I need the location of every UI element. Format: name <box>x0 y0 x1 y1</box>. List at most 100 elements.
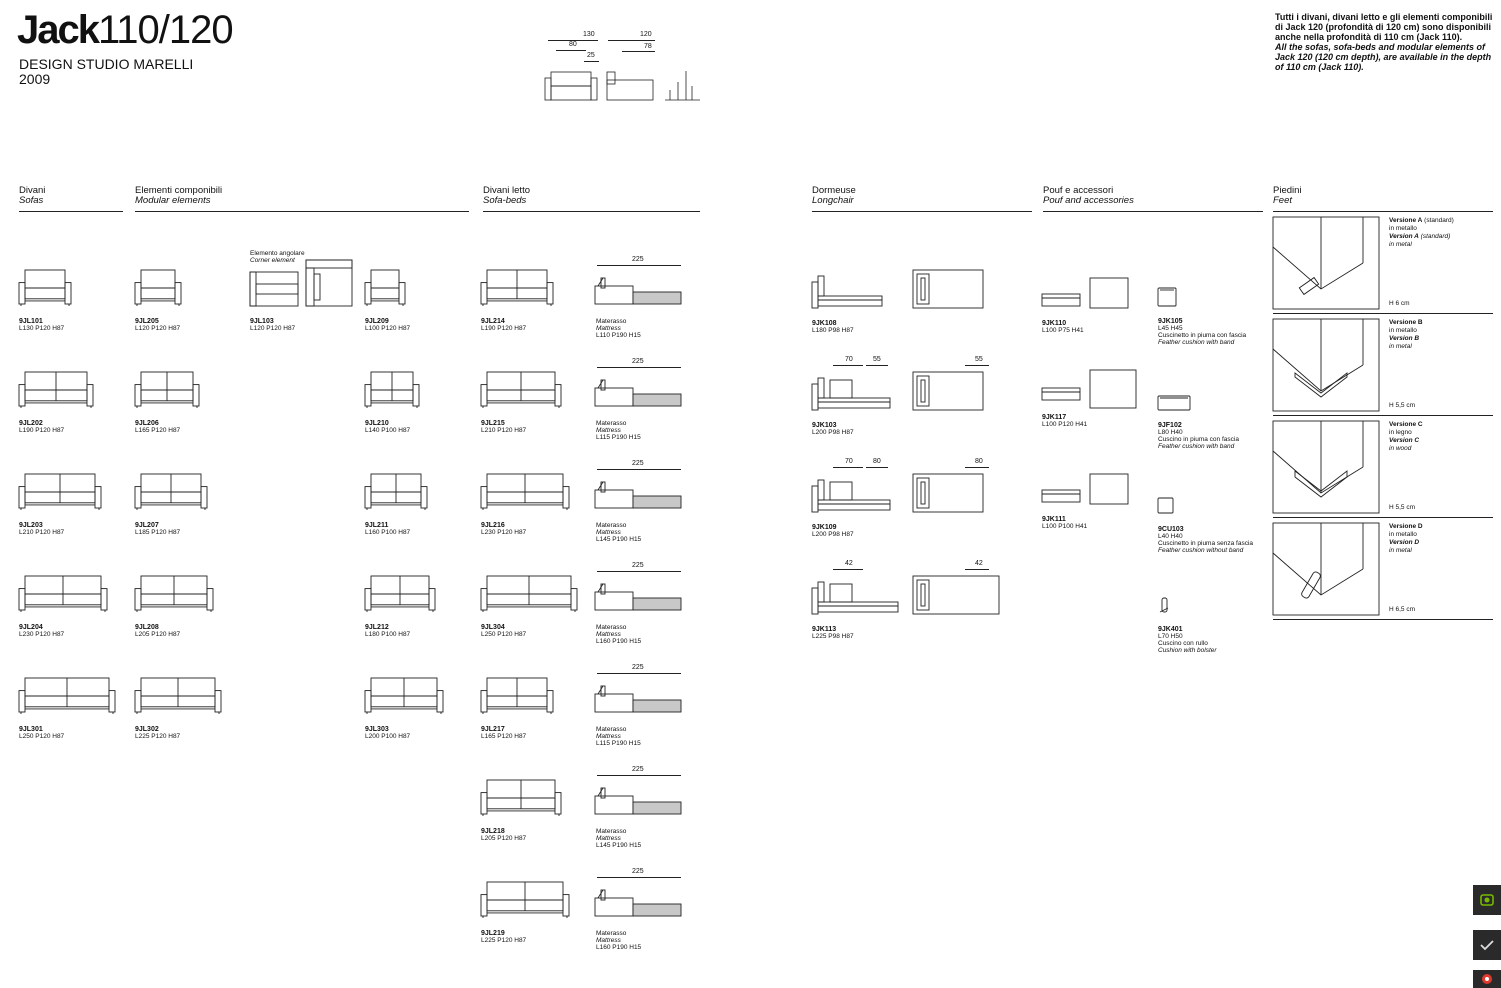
mattress-drawing <box>594 889 682 917</box>
longchair-plan <box>912 575 1000 615</box>
dim-25: 25 <box>587 52 595 59</box>
mattress-dim: 225 <box>632 562 644 569</box>
product-code: 9JL219 <box>481 930 505 937</box>
dim-78: 78 <box>644 43 652 50</box>
product-dims: L140 P100 H87 <box>365 427 411 434</box>
sofabed-drawing <box>480 677 554 714</box>
product-dims: L100 P75 H41 <box>1042 327 1084 334</box>
product-dims: L45 H45 <box>1158 325 1183 332</box>
brand-model: 110/120 <box>97 8 234 52</box>
lc-dim: 80 <box>873 458 881 465</box>
mattress-drawing <box>594 481 682 509</box>
product-dims: L225 P120 H87 <box>135 733 181 740</box>
product-code: 9JL214 <box>481 318 505 325</box>
product-code: 9JK109 <box>812 524 837 531</box>
longchair-plan <box>912 473 984 513</box>
sofa-drawing <box>18 575 108 612</box>
dim-80: 80 <box>569 41 577 48</box>
product-dims: L210 P120 H87 <box>19 529 65 536</box>
product-dims: L190 P120 H87 <box>19 427 65 434</box>
depth-note-it: Tutti i divani, divani letto e gli eleme… <box>1275 12 1493 42</box>
product-dims: L185 P120 H87 <box>135 529 181 536</box>
mattress-label: Materasso <box>596 522 627 529</box>
mattress-label: Materasso <box>596 930 627 937</box>
product-dims: L230 P120 H87 <box>19 631 65 638</box>
product-code: 9JL206 <box>135 420 159 427</box>
product-code: 9JL302 <box>135 726 159 733</box>
longchair-drawing <box>811 479 891 513</box>
product-desc: Cuscino in piuma con fascia <box>1158 436 1239 443</box>
product-dims: L80 H40 <box>1158 429 1183 436</box>
product-code: 9JL215 <box>481 420 505 427</box>
mattress-label-en: Mattress <box>596 631 621 638</box>
corner-drawing <box>249 259 353 307</box>
sofabed-drawing <box>480 779 562 816</box>
product-desc-en: Feather cushion without band <box>1158 547 1244 554</box>
product-dims: L160 P100 H87 <box>365 529 411 536</box>
mattress-dim: 225 <box>632 766 644 773</box>
sofa-drawing <box>18 473 102 510</box>
checklist-button[interactable] <box>1473 930 1501 960</box>
record-button[interactable] <box>1473 970 1501 988</box>
product-code: 9JK113 <box>812 626 837 633</box>
product-dims: L200 P98 H87 <box>812 531 854 538</box>
nvidia-button[interactable] <box>1473 885 1501 915</box>
product-dims: L100 P120 H41 <box>1042 421 1088 428</box>
sofabed-drawing <box>480 881 570 918</box>
product-code: 9JL212 <box>365 624 389 631</box>
product-dims: L180 P98 H87 <box>812 327 854 334</box>
brand-name: Jack <box>17 8 100 52</box>
record-icon <box>1482 974 1492 984</box>
product-code: 9JL217 <box>481 726 505 733</box>
mattress-dims: L110 P190 H15 <box>596 332 641 339</box>
foot-drawing <box>1272 318 1380 412</box>
product-code: 9JK103 <box>812 422 837 429</box>
product-desc: Cuscinetto in piuma con fascia <box>1158 332 1247 339</box>
product-code: 9JL210 <box>365 420 389 427</box>
product-code: 9JK105 <box>1158 318 1183 325</box>
sofabed-drawing <box>480 575 578 612</box>
product-desc-en: Cushion with bolster <box>1158 647 1217 654</box>
product-dims: L165 P120 H87 <box>481 733 527 740</box>
product-code: 9JL202 <box>19 420 43 427</box>
cushion-drawing <box>1159 597 1169 613</box>
mattress-drawing <box>594 379 682 407</box>
modular-drawing <box>364 371 420 408</box>
mattress-label-en: Mattress <box>596 937 621 944</box>
modular-drawing <box>134 269 182 306</box>
foot-drawing <box>1272 216 1380 310</box>
sofabed-drawing <box>480 473 570 510</box>
product-code: 9JL211 <box>365 522 389 529</box>
longchair-plan <box>912 371 984 411</box>
product-dims: L225 P120 H87 <box>481 937 527 944</box>
product-code: 9JK111 <box>1042 516 1066 523</box>
pouf-drawing <box>1041 473 1129 505</box>
lc-dim: 55 <box>975 356 983 363</box>
product-dims: L205 P120 H87 <box>135 631 181 638</box>
longchair-drawing <box>811 581 899 615</box>
product-code: 9JK108 <box>812 320 837 327</box>
depth-note: Tutti i divani, divani letto e gli eleme… <box>1275 12 1495 72</box>
sofabed-drawing <box>480 269 554 306</box>
foot-drawing <box>1272 522 1380 616</box>
pouf-drawing <box>1041 369 1137 409</box>
product-dims: L100 P100 H41 <box>1042 523 1088 530</box>
product-dims: L200 P98 H87 <box>812 429 854 436</box>
product-code: 9JL218 <box>481 828 505 835</box>
lc-dim: 70 <box>845 458 853 465</box>
nvidia-icon <box>1480 894 1494 906</box>
mattress-label-en: Mattress <box>596 325 621 332</box>
modular-drawing <box>134 575 214 612</box>
foot-height: H 5,5 cm <box>1389 402 1416 409</box>
mattress-label: Materasso <box>596 318 627 325</box>
product-desc: Cuscinetto in piuma senza fascia <box>1158 540 1254 547</box>
foot-drawing <box>1272 420 1380 514</box>
mattress-dim: 225 <box>632 358 644 365</box>
modular-drawing <box>364 677 444 714</box>
sofabed-drawing <box>480 371 562 408</box>
